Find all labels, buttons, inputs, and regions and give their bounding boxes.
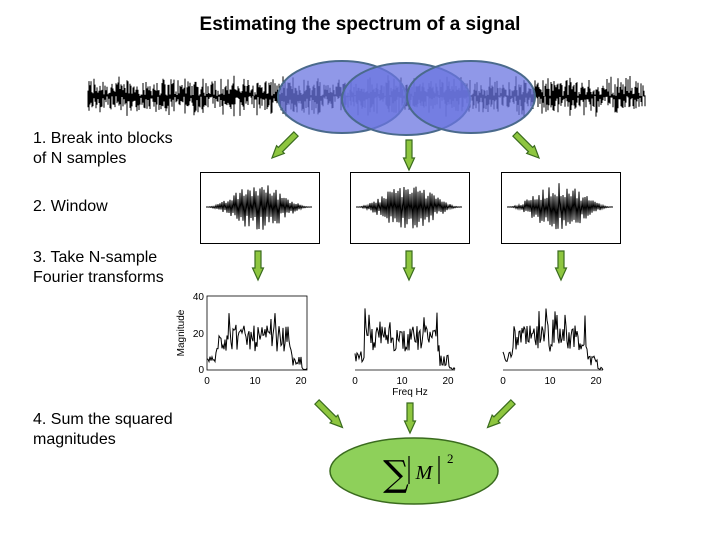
formula-ellipse — [329, 437, 499, 505]
step-2-line-1: 2. Window — [33, 198, 108, 215]
spectrum-1-xtick-20: 20 — [295, 376, 307, 387]
spectrum-3-xtick-10: 10 — [544, 376, 556, 387]
formula-term: M — [415, 462, 434, 484]
spectrum-2-xtick-10: 10 — [396, 376, 408, 387]
arrow-fft-1-shape — [251, 250, 265, 282]
spectrum-3-trace — [502, 308, 604, 371]
spectrum-2-xtick-0: 0 — [352, 376, 358, 387]
step-3-line-1: 3. Take N-sample — [33, 249, 158, 266]
arrow-fft-2-shape — [402, 250, 416, 282]
spectrum-1-axes-box — [206, 295, 308, 371]
arrow-sum-1 — [314, 399, 344, 429]
arrow-fft-3 — [554, 250, 568, 282]
spectrum-2-xtick-20: 20 — [442, 376, 454, 387]
spectrum-1-ytick-40: 40 — [193, 292, 205, 303]
windowed-signal-2 — [356, 186, 462, 229]
block-ellipse-3 — [406, 60, 536, 134]
formula-power: 2 — [447, 451, 454, 466]
arrow-fft-1 — [251, 250, 265, 282]
arrow-block-2-shape — [402, 139, 416, 172]
arrow-fft-2 — [402, 250, 416, 282]
spectrum-2-trace — [354, 308, 456, 370]
arrow-sum-1-shape — [314, 399, 344, 429]
step-1-label: 1. Break into blocks of N samples — [33, 129, 173, 169]
spectrum-1-ytick-0: 0 — [198, 365, 204, 376]
spectrum-3-xtick-20: 20 — [590, 376, 602, 387]
step-3-label: 3. Take N-sample Fourier transforms — [33, 248, 164, 288]
step-3-line-2: Fourier transforms — [33, 269, 164, 286]
arrow-block-1 — [270, 131, 299, 160]
arrow-sum-3-shape — [486, 399, 516, 429]
block-ellipses — [277, 60, 536, 136]
spectrum-xlabel: Freq Hz — [392, 387, 428, 398]
windowed-signal-3 — [507, 183, 613, 230]
arrow-sum-2-shape — [403, 402, 417, 435]
arrow-block-1-shape — [270, 131, 299, 160]
arrow-block-2 — [402, 139, 416, 172]
windowed-signal-1 — [206, 185, 312, 230]
spectrum-1-xtick-0: 0 — [204, 376, 210, 387]
spectrum-ylabel: Magnitude — [176, 309, 187, 356]
spectrum-plot-2 — [354, 308, 456, 371]
step-4-label: 4. Sum the squared magnitudes — [33, 410, 173, 450]
spectrum-plot-1 — [206, 295, 308, 371]
step-1-line-2: of N samples — [33, 150, 127, 167]
step-1-line-1: 1. Break into blocks — [33, 130, 173, 147]
spectrum-1-ytick-20: 20 — [193, 329, 205, 340]
spectrum-1-trace — [206, 313, 308, 371]
flow-arrows — [251, 131, 568, 435]
arrow-fft-3-shape — [554, 250, 568, 282]
arrow-sum-3 — [486, 399, 516, 429]
arrow-block-3-shape — [512, 131, 541, 160]
step-2-label: 2. Window — [33, 197, 108, 217]
step-4-line-2: magnitudes — [33, 431, 116, 448]
spectrum-plot-3 — [502, 308, 604, 371]
sum-squared-magnitudes-node: ∑ M 2 — [329, 437, 499, 505]
spectrum-3-xtick-0: 0 — [500, 376, 506, 387]
windowed-block-panel-2 — [350, 172, 470, 244]
arrow-sum-2 — [403, 402, 417, 435]
spectrum-1-xtick-10: 10 — [249, 376, 261, 387]
step-4-line-1: 4. Sum the squared — [33, 411, 173, 428]
formula-sum-symbol: ∑ — [383, 454, 409, 495]
arrow-block-3 — [512, 131, 541, 160]
page-title: Estimating the spectrum of a signal — [199, 14, 521, 35]
